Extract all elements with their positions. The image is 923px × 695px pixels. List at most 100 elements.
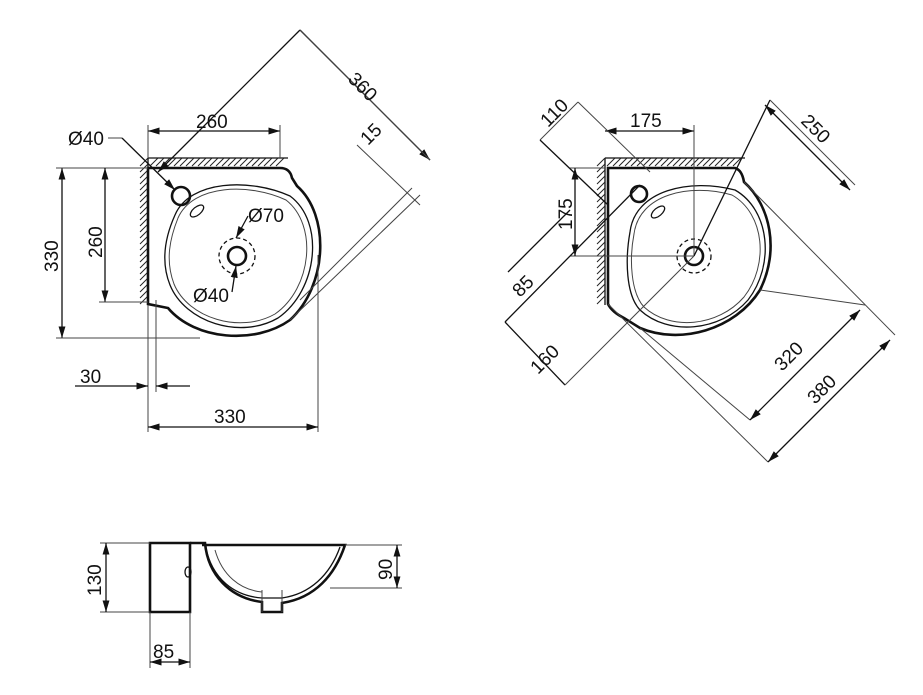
dim-360: 360 [343,69,380,106]
hatch-line [139,295,149,305]
hatch-line [642,157,652,167]
hatch-line [596,217,606,227]
hatch-line [139,193,149,203]
dim-15: 15 [357,120,387,150]
hatch-line [596,157,606,167]
hatch-line [720,157,730,167]
hatch-line [732,157,742,167]
hatch-line [648,157,658,167]
dim-110: 110 [537,95,573,131]
hatch-line [596,259,606,269]
hatch-line [696,157,706,167]
hatch-line [596,241,606,251]
hatch-line [139,211,149,221]
wall-hatch-right [596,157,745,305]
dim-85-side: 85 [153,642,174,663]
dim-175-horizontal: 175 [630,111,662,132]
hatch-line [173,157,183,167]
overflow-slot-right [650,205,666,219]
dim-85: 85 [509,272,539,302]
hatch-line [596,295,606,305]
hatch-line [139,229,149,239]
dim-90: 90 [376,559,397,580]
side-profile-outer [148,541,192,614]
side-profile-basin [190,541,347,614]
hatch-line [596,187,606,197]
hatch-line [269,157,279,167]
hatch-line [245,157,255,167]
wall-hatch-left [139,157,288,305]
hatch-line [606,157,616,167]
hatch-line [167,157,177,167]
hatch-line [596,211,606,221]
hatch-line [139,169,149,179]
hatch-line [227,157,237,167]
hatch-line [203,157,213,167]
hatch-line [672,157,682,167]
dim-130: 130 [85,564,106,596]
side-bowl-inner [204,544,341,599]
hatch-line [660,157,670,167]
dim-330-horizontal: 330 [214,407,246,428]
hatch-line [618,157,628,167]
hatch-line [684,157,694,167]
hatch-line [139,187,149,197]
hatch-line [596,169,606,179]
hatch-line [239,157,249,167]
dim-160: 160 [527,341,564,378]
hatch-line [666,157,676,167]
hatch-line [596,205,606,215]
hatch-line [139,247,149,257]
hatch-line [708,157,718,167]
hatch-line [654,157,664,167]
hatch-line [596,175,606,185]
hatch-line [275,157,285,167]
hatch-line [596,253,606,263]
hatch-line [139,289,149,299]
top-view-right: 175 110 250 175 85 160 320 380 [504,95,896,463]
tap-hole-left [170,185,192,207]
inner-bowl-right [626,184,766,328]
hatch-line [714,157,724,167]
hatch-line [702,157,712,167]
hatch-line [596,181,606,191]
hatch-line [139,175,149,185]
overflow-slot-left [189,204,205,218]
hatch-line [596,235,606,245]
hatch-line [139,265,149,275]
hatch-line [139,235,149,245]
hatch-line [149,157,159,167]
hatch-line [636,157,646,167]
hatch-line [139,217,149,227]
hatch-line [596,277,606,287]
hatch-line [139,271,149,281]
hatch-line [139,253,149,263]
hatch-line [251,157,261,167]
hatch-line [596,289,606,299]
hatch-line [185,157,195,167]
dim-dia40-drain: Ø40 [193,286,229,307]
hatch-line [624,157,634,167]
hatch-line [596,265,606,275]
hatch-line [139,157,149,167]
hatch-line [233,157,243,167]
dim-380: 380 [804,371,841,408]
hatch-line [139,259,149,269]
hatch-line [221,157,231,167]
hatch-line [596,283,606,293]
drain-inner-left [226,245,248,267]
dim-260-top: 260 [196,112,228,133]
hatch-line [690,157,700,167]
side-view: 130 90 85 [85,541,402,668]
dim-320: 320 [771,338,808,375]
hatch-line [257,157,267,167]
top-view-left: 260 360 15 Ø40 Ø70 Ø40 330 260 [42,29,431,432]
hatch-line [596,223,606,233]
hatch-line [139,277,149,287]
hatch-line [139,223,149,233]
hatch-line [263,157,273,167]
dim-dia70: Ø70 [248,206,284,227]
hatch-line [209,157,219,167]
